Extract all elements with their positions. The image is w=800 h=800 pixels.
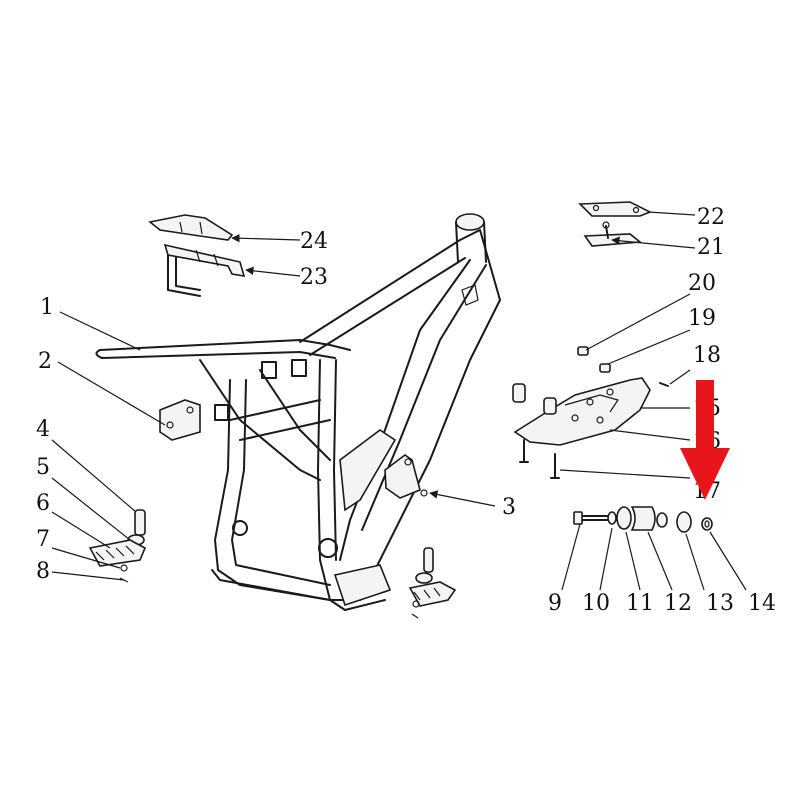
callout-23: 23 <box>300 265 328 290</box>
callout-6: 6 <box>36 491 50 516</box>
callout-20: 20 <box>688 271 716 296</box>
leader-lines <box>51 211 747 591</box>
bracket-part-2 <box>159 399 201 441</box>
footpeg-left <box>88 509 147 583</box>
callout-19: 19 <box>688 306 716 331</box>
callout-1: 1 <box>40 295 54 320</box>
callout-7: 7 <box>36 527 50 552</box>
callout-18: 18 <box>693 343 721 368</box>
callout-8: 8 <box>36 559 50 584</box>
callout-9: 9 <box>548 591 562 616</box>
callout-14: 14 <box>748 591 776 616</box>
skid-plate-assembly <box>512 346 669 479</box>
footpeg-right <box>408 547 457 619</box>
callout-labels: 1 2 3 4 5 6 7 8 9 10 11 12 13 14 15 16 1… <box>36 205 776 616</box>
mount-bolt-assembly <box>573 506 713 533</box>
bracket-part-23 <box>163 243 246 297</box>
main-frame <box>95 213 501 611</box>
callout-22: 22 <box>697 205 725 230</box>
callout-3: 3 <box>502 495 516 520</box>
bracket-part-3 <box>384 454 428 499</box>
red-highlight-arrow <box>680 380 730 500</box>
callout-4: 4 <box>36 417 50 442</box>
callout-13: 13 <box>706 591 734 616</box>
callout-11: 11 <box>626 591 654 616</box>
bracket-part-24 <box>148 214 234 241</box>
callout-5: 5 <box>36 455 50 480</box>
callout-24: 24 <box>300 229 328 254</box>
plate-part-22 <box>578 201 652 217</box>
callout-21: 21 <box>697 235 725 260</box>
callout-2: 2 <box>38 349 52 374</box>
callout-10: 10 <box>582 591 610 616</box>
callout-12: 12 <box>664 591 692 616</box>
